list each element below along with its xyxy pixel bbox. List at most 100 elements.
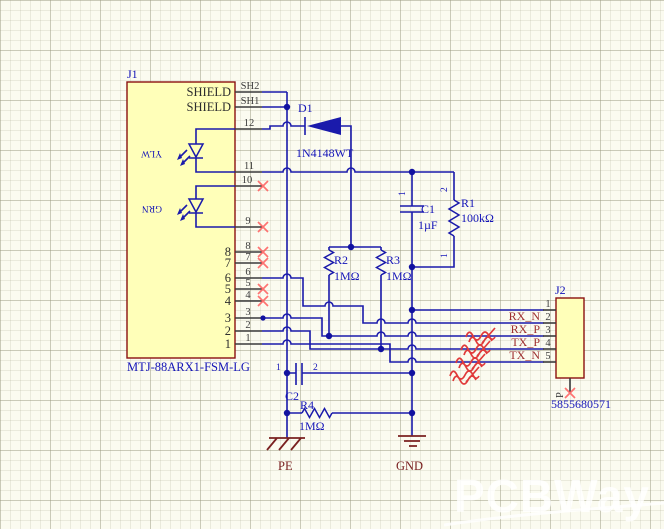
svg-text:12: 12: [244, 118, 255, 129]
r3-designator: R3: [386, 253, 400, 267]
gnd-label: GND: [396, 459, 423, 473]
j1-part-name[interactable]: MTJ-88ARX1-FSM-LG: [127, 360, 250, 374]
svg-text:2: 2: [225, 324, 231, 338]
d1-value: 1N4148WT: [296, 146, 354, 160]
led-arrow: [180, 159, 185, 166]
r1-value: 100kΩ: [461, 211, 494, 225]
svg-text:9: 9: [245, 216, 250, 227]
wire-shield-net: [262, 91, 288, 438]
pe-label: PE: [278, 459, 293, 473]
svg-text:6: 6: [225, 271, 231, 285]
c1-capacitor[interactable]: C1 1µF 1: [398, 191, 438, 232]
j1-designator[interactable]: J1: [127, 67, 138, 81]
watermark: PCBWay: [454, 470, 650, 522]
svg-text:2: 2: [545, 312, 550, 323]
j2-pin-numbers: 1 2 3 4 5: [545, 299, 551, 362]
r1-pin1-number: 1: [440, 253, 450, 258]
j1-shield-label-1: SHIELD: [187, 85, 231, 99]
svg-text:4: 4: [545, 338, 551, 349]
net-label-rx-p: RX_P: [511, 322, 541, 336]
r4-value: 1MΩ: [299, 419, 325, 433]
wire-pin11-c1-r1: [262, 167, 454, 173]
r2-value: 1MΩ: [334, 269, 360, 283]
c2-pin2-number: 2: [313, 363, 318, 373]
r4-resistor[interactable]: R4 1MΩ: [299, 398, 333, 433]
watermark-swoosh: [444, 501, 664, 527]
gnd-ground[interactable]: GND: [396, 435, 426, 473]
svg-text:7: 7: [245, 252, 250, 263]
wires[interactable]: [262, 91, 544, 438]
j2-part-name[interactable]: 5855680571: [551, 397, 611, 411]
led-green-label: GRN: [142, 203, 162, 213]
svg-text:3: 3: [245, 307, 250, 318]
svg-text:5: 5: [545, 351, 550, 362]
no-connect-markers: [257, 180, 269, 307]
junction-dots: [260, 103, 416, 417]
c2-capacitor[interactable]: 1 2 C2: [276, 363, 318, 403]
wire-rx-n: [262, 273, 544, 324]
j2-component-body[interactable]: [555, 297, 585, 379]
j2-pin-stubs[interactable]: [543, 309, 571, 392]
j2-designator[interactable]: J2: [555, 283, 566, 297]
net-labels[interactable]: RX_N RX_P TX_P TX_N: [509, 309, 541, 362]
net-label-tx-n: TX_N: [509, 348, 540, 362]
svg-text:SH2: SH2: [241, 81, 260, 92]
led-arrow: [177, 208, 182, 215]
wire-tx-p: [262, 326, 544, 350]
r2-resistor[interactable]: R2 1MΩ: [322, 249, 360, 283]
wire-pin12-d1: [262, 121, 305, 130]
j2-shield-pin-label: P: [555, 392, 566, 398]
led-triangle: [187, 198, 205, 214]
svg-text:1: 1: [225, 337, 231, 351]
j1-pin-designators: SH2 SH1 12 11 10 9 8 7 6 5 4 3 2 1: [241, 81, 260, 344]
j1-shield-label-2: SHIELD: [187, 100, 231, 114]
r3-value: 1MΩ: [386, 269, 412, 283]
wire-rx-p: [262, 313, 544, 337]
diff-pair-markers: [449, 327, 496, 385]
svg-text:11: 11: [244, 161, 254, 172]
j2-shield-no-connect: [564, 387, 576, 399]
c1-designator: C1: [421, 202, 435, 216]
svg-text:3: 3: [225, 311, 231, 325]
c1-pin-number: 1: [398, 191, 408, 196]
c2-pin1-number: 1: [276, 363, 281, 373]
j1-internal-led-green: GRN: [142, 185, 235, 228]
net-label-rx-n: RX_N: [509, 309, 541, 323]
svg-text:5: 5: [225, 282, 231, 296]
svg-text:5: 5: [245, 278, 250, 289]
svg-text:4: 4: [225, 294, 232, 308]
j1-internal-led-yellow: YLW: [141, 128, 235, 173]
led-arrow: [177, 153, 182, 160]
svg-text:1: 1: [545, 299, 550, 310]
wire-r1: [412, 172, 455, 268]
led-yellow-label: YLW: [141, 148, 162, 158]
d1-designator: D1: [298, 101, 313, 115]
svg-text:3: 3: [545, 325, 550, 336]
c1-value: 1µF: [418, 218, 438, 232]
svg-text:7: 7: [225, 256, 231, 270]
svg-text:8: 8: [225, 245, 231, 259]
svg-text:1: 1: [245, 333, 250, 344]
svg-text:SH1: SH1: [241, 96, 260, 107]
r3-resistor[interactable]: R3 1MΩ: [374, 249, 412, 283]
svg-text:2: 2: [245, 320, 250, 331]
diode-triangle: [307, 117, 341, 135]
j1-inside-labels: SHIELD SHIELD 8 7 6 5 4 3 2 1: [187, 85, 232, 351]
svg-text:8: 8: [245, 241, 250, 252]
r1-resistor[interactable]: R1 100kΩ 2 1: [440, 187, 494, 258]
led-triangle: [187, 143, 205, 159]
j1-pin-stubs[interactable]: [235, 91, 262, 345]
c2-designator: C2: [285, 389, 299, 403]
wire-tx-n: [262, 339, 544, 363]
pe-ground[interactable]: PE: [266, 437, 305, 473]
net-label-tx-p: TX_P: [511, 335, 540, 349]
r2-designator: R2: [334, 253, 348, 267]
r4-designator: R4: [300, 398, 314, 412]
r1-designator: R1: [461, 196, 475, 210]
r1-pin2-number: 2: [440, 187, 450, 192]
d1-diode[interactable]: D1 1N4148WT: [296, 101, 354, 160]
led-arrow: [180, 214, 185, 221]
svg-text:6: 6: [245, 267, 250, 278]
